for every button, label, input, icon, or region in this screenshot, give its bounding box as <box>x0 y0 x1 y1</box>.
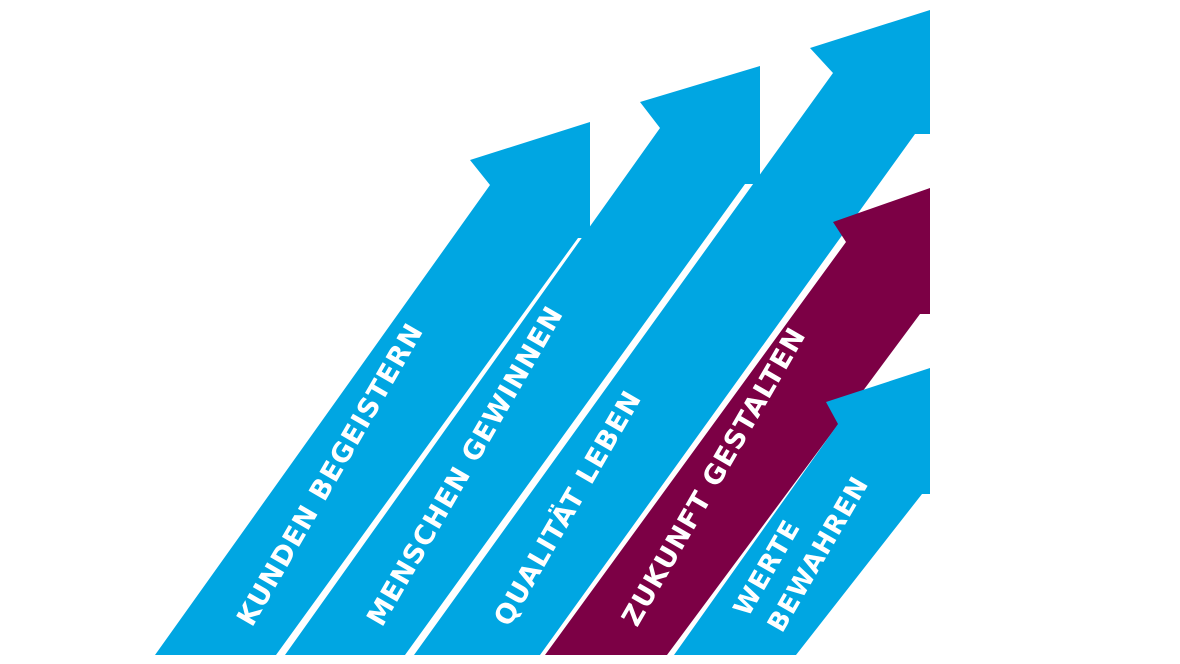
arrow-shape <box>414 10 930 655</box>
arrow-shape <box>674 368 930 655</box>
arrow-shape <box>545 188 930 655</box>
arrow-shape <box>285 66 760 655</box>
arrow-shape <box>155 122 590 655</box>
